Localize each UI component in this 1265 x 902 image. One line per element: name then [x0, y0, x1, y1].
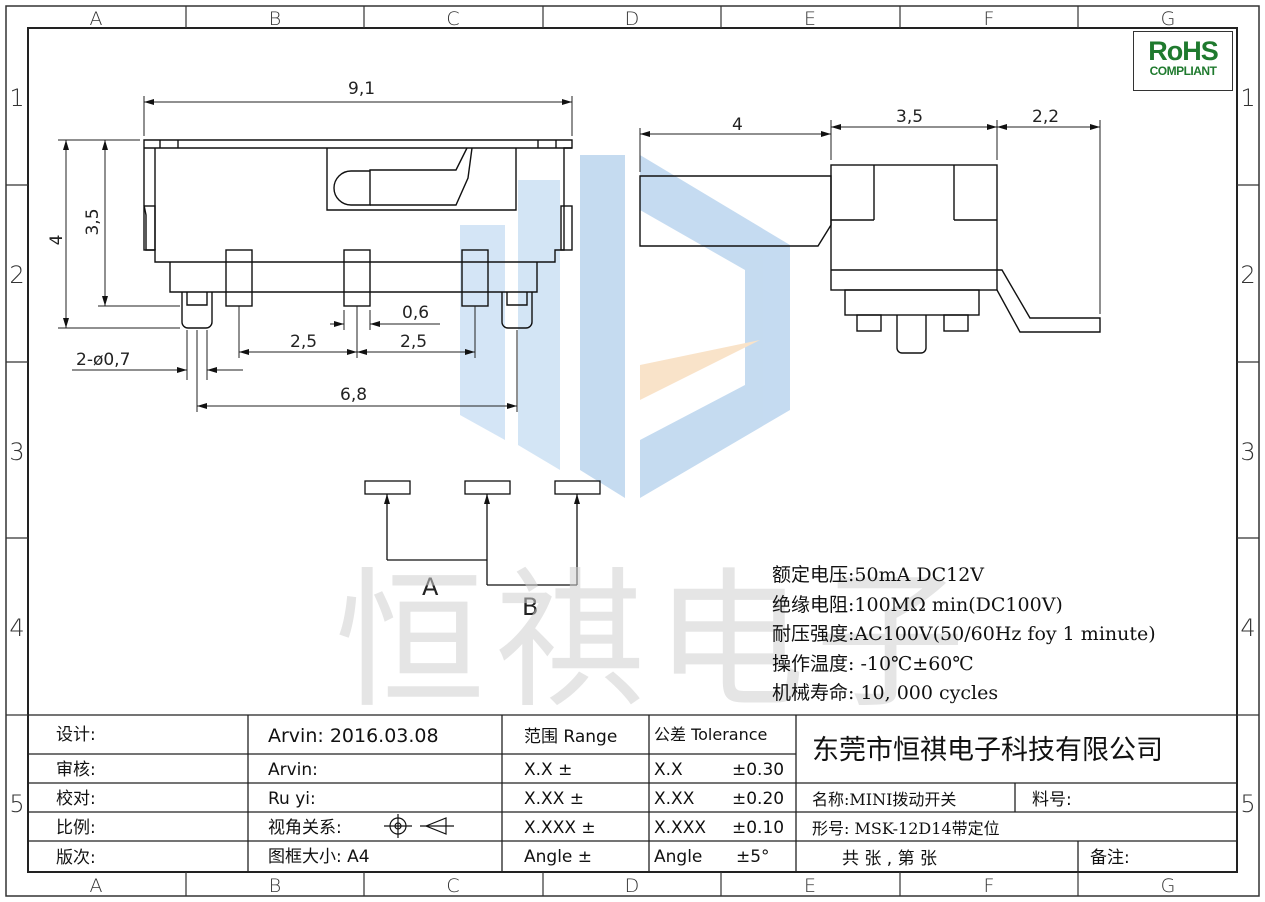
tb-design-value: Arvin: 2016.03.08	[268, 725, 439, 747]
tb-scale-value: 视角关系:	[268, 818, 342, 838]
rohs-subtitle: COMPLIANT	[1149, 64, 1217, 78]
zone-row-3-right: 3	[1240, 438, 1255, 466]
zone-col-b-top: B	[269, 8, 281, 30]
dim-pin-width: 0,6	[402, 303, 429, 323]
tb-tol-key-4: Angle	[654, 847, 702, 867]
dim-body-height: 3,5	[83, 208, 103, 235]
zone-row-4-left: 4	[9, 614, 24, 642]
dim-side-leg: 2,2	[1032, 107, 1059, 127]
spec-withstand: 耐压强度:AC100V(50/60Hz foy 1 minute)	[772, 623, 1156, 645]
zone-ticks	[6, 6, 1259, 896]
dim-pitch-left: 2,5	[290, 332, 317, 352]
dim-post-spacing: 6,8	[340, 385, 367, 405]
zone-col-d-top: D	[625, 8, 640, 30]
tb-label-review: 审核:	[56, 760, 96, 780]
tb-company-name: 东莞市恒祺电子科技有限公司	[812, 735, 1163, 766]
side-dim-arrows	[640, 124, 1100, 137]
zone-col-c-top: C	[446, 8, 459, 30]
front-dim-arrows	[63, 99, 572, 409]
tb-sheet-label: 共 张 , 第 张	[842, 849, 937, 869]
tb-check-value: Ru yi:	[268, 789, 316, 809]
tb-range-row-4: Angle ±	[524, 847, 592, 867]
tb-material-label: 料号:	[1032, 790, 1072, 810]
rohs-title: RoHS	[1148, 36, 1219, 66]
spec-rated-voltage: 额定电压:50mA DC12V	[772, 564, 985, 586]
zone-col-f-top: F	[984, 8, 995, 30]
schematic-arrows	[384, 494, 580, 504]
tb-remark-label: 备注:	[1090, 848, 1130, 868]
tb-review-value: Arvin:	[268, 760, 318, 780]
tb-frame-value: 图框大小: A4	[268, 847, 370, 867]
tb-tol-val-3: ±0.10	[732, 818, 784, 838]
dim-side-body: 3,5	[896, 107, 923, 127]
zone-col-e-bottom: E	[804, 875, 816, 897]
tb-tol-key-1: X.X	[654, 760, 683, 780]
side-view	[639, 164, 1101, 354]
tb-label-design: 设计:	[56, 725, 96, 745]
tb-name-label: 名称:MINI拨动开关	[812, 790, 956, 809]
spec-temperature: 操作温度: -10℃±60℃	[772, 652, 974, 675]
spec-life: 机械寿命: 10, 000 cycles	[772, 682, 999, 704]
title-block-grid	[28, 714, 1237, 872]
dim-overall-length: 9,1	[348, 79, 375, 99]
tb-range-row-2: X.XX ±	[524, 789, 584, 809]
zone-col-d-bottom: D	[625, 875, 640, 897]
dim-total-height: 4	[47, 235, 67, 246]
tb-tol-key-3: X.XXX	[654, 818, 706, 838]
tb-range-row-3: X.XXX ±	[524, 818, 596, 838]
zone-row-1-left: 1	[9, 84, 24, 112]
outer-frame	[5, 5, 1260, 897]
zone-col-f-bottom: F	[984, 875, 995, 897]
tb-tol-val-4: ±5°	[736, 847, 770, 867]
zone-col-a-top: A	[90, 8, 103, 30]
zone-col-g-top: G	[1161, 8, 1176, 30]
side-dim-lines	[639, 120, 1101, 314]
watermark-text: 恒祺电子	[335, 555, 976, 729]
zone-row-2-right: 2	[1240, 261, 1255, 289]
dim-hole-spec: 2-ø0,7	[76, 350, 130, 370]
inner-frame	[27, 27, 1238, 873]
spec-list: 额定电压:50mA DC12V 绝缘电阻:100MΩ min(DC100V) 耐…	[772, 561, 1156, 709]
company-logo-watermark	[460, 155, 790, 498]
tb-tol-val-2: ±0.20	[732, 789, 784, 809]
zone-row-5-left: 5	[9, 790, 24, 818]
front-view	[143, 139, 573, 329]
schematic-label-a: A	[422, 573, 439, 601]
tb-range-row-1: X.X ±	[524, 760, 572, 780]
zone-col-a-bottom: A	[90, 875, 103, 897]
zone-col-e-top: E	[804, 8, 816, 30]
zone-col-g-bottom: G	[1161, 875, 1176, 897]
tb-label-check: 校对:	[56, 789, 96, 809]
zone-col-c-bottom: C	[446, 875, 459, 897]
projection-symbol-icon	[384, 814, 454, 838]
tb-range-header: 范围 Range	[524, 727, 617, 747]
spec-insulation: 绝缘电阻:100MΩ min(DC100V)	[772, 593, 1063, 616]
tb-model-label: 形号: MSK-12D14带定位	[812, 819, 1000, 838]
rohs-badge: RoHS COMPLIANT	[1133, 31, 1233, 91]
tb-tol-val-1: ±0.30	[732, 760, 784, 780]
tb-label-scale: 比例:	[56, 818, 96, 838]
schematic-label-b: B	[522, 593, 538, 621]
dim-pitch-right: 2,5	[400, 332, 427, 352]
dim-lever-length: 4	[732, 115, 743, 135]
zone-row-5-right: 5	[1240, 790, 1255, 818]
zone-row-1-right: 1	[1240, 84, 1255, 112]
zone-row-2-left: 2	[9, 261, 24, 289]
tb-label-version: 版次:	[56, 848, 96, 868]
tb-tolerance-header: 公差 Tolerance	[654, 725, 767, 744]
zone-col-b-bottom: B	[269, 875, 281, 897]
zone-row-3-left: 3	[9, 438, 24, 466]
tb-tol-key-2: X.XX	[654, 789, 695, 809]
switch-schematic	[364, 480, 601, 586]
zone-row-4-right: 4	[1240, 614, 1255, 642]
